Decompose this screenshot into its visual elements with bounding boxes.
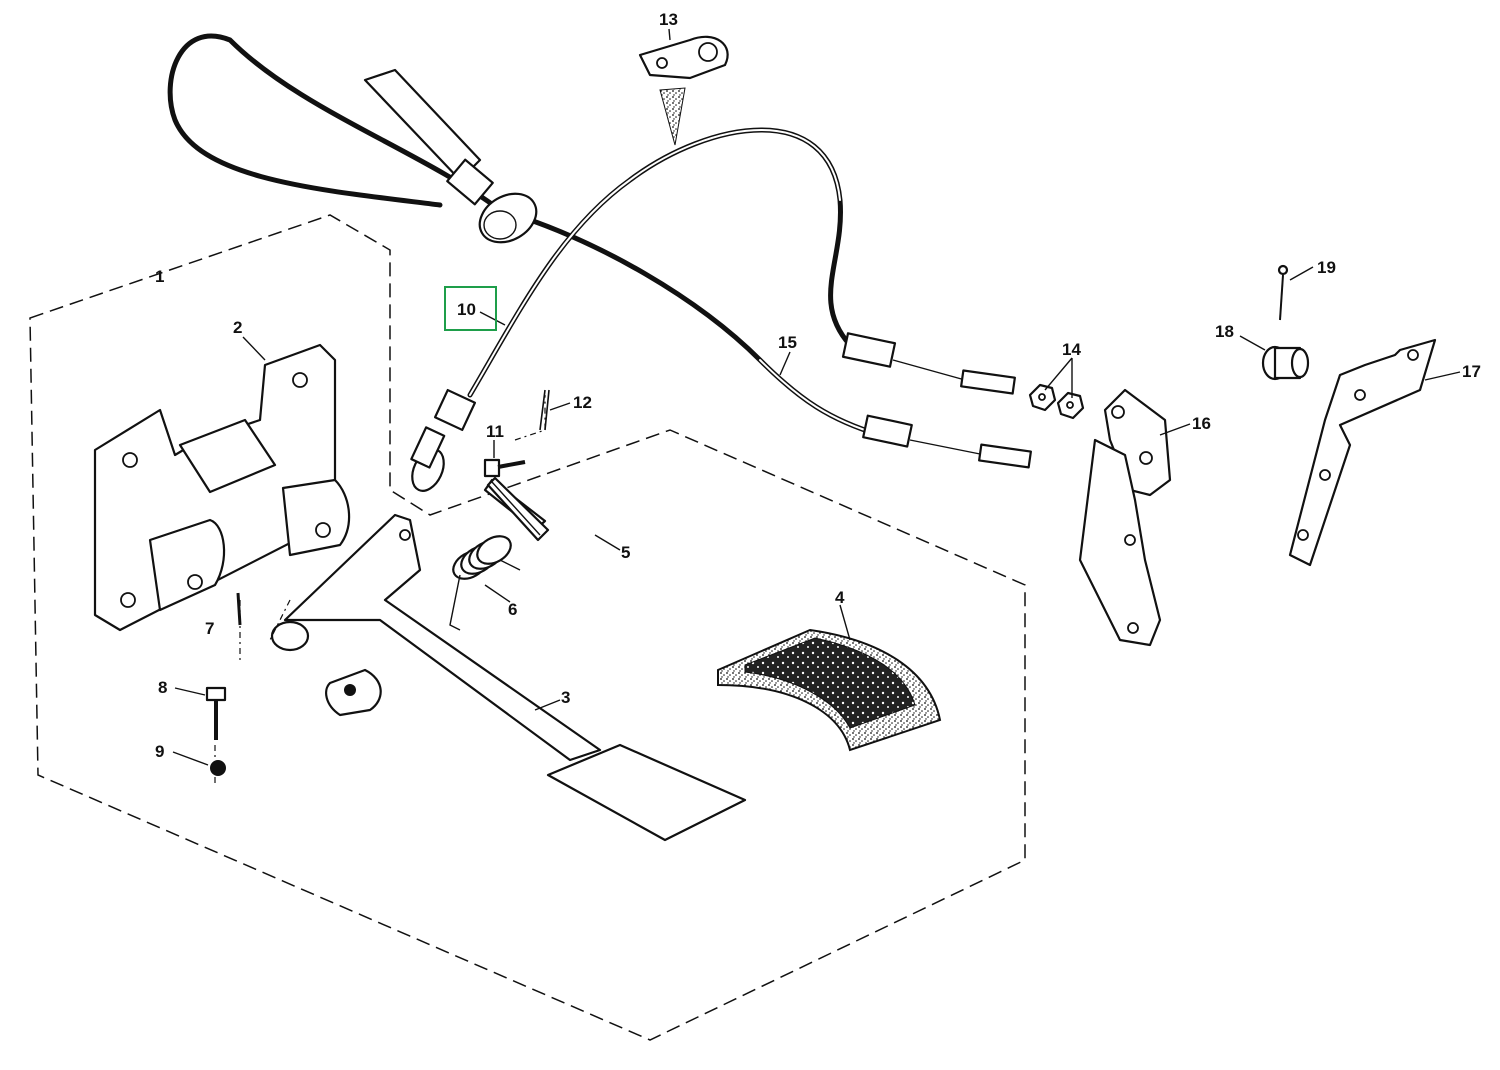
callout-5: 5 [621,543,630,562]
nuts [1028,383,1085,420]
callout-2: 2 [233,318,242,337]
pivot-pin [483,476,550,542]
callout-16: 16 [1192,414,1211,433]
bushing-and-pin [1261,264,1310,381]
callout-14: 14 [1062,340,1081,359]
callout-10-highlight [444,286,497,331]
throttle-cable [410,127,1016,492]
callout-4: 4 [835,588,845,607]
assembly-boundary [29,214,1026,1041]
callouts: 1 2 3 4 5 6 7 8 9 10 11 12 13 14 15 16 1… [155,10,1481,761]
pedal-pad [717,628,942,752]
callout-9: 9 [155,742,164,761]
cable-clip [638,35,729,146]
pedal-arm [270,513,747,842]
cable-bracket-right [1288,338,1437,567]
callout-7: 7 [205,619,214,638]
callout-1: 1 [155,267,164,286]
return-spring [449,535,521,631]
callout-11: 11 [486,422,504,441]
callout-8: 8 [158,678,167,697]
choke-cable [167,33,1032,469]
callout-13: 13 [659,10,678,29]
fasteners [205,389,550,785]
cable-bracket-left [1078,388,1172,647]
callout-18: 18 [1215,322,1234,341]
leader-lines [172,28,1461,766]
callout-19: 19 [1317,258,1336,277]
callout-3: 3 [561,688,570,707]
callout-10: 10 [457,300,476,319]
callout-15: 15 [778,333,797,352]
callout-6: 6 [508,600,517,619]
mounting-bracket [93,343,351,632]
callout-12: 12 [573,393,592,412]
callout-17: 17 [1462,362,1481,381]
